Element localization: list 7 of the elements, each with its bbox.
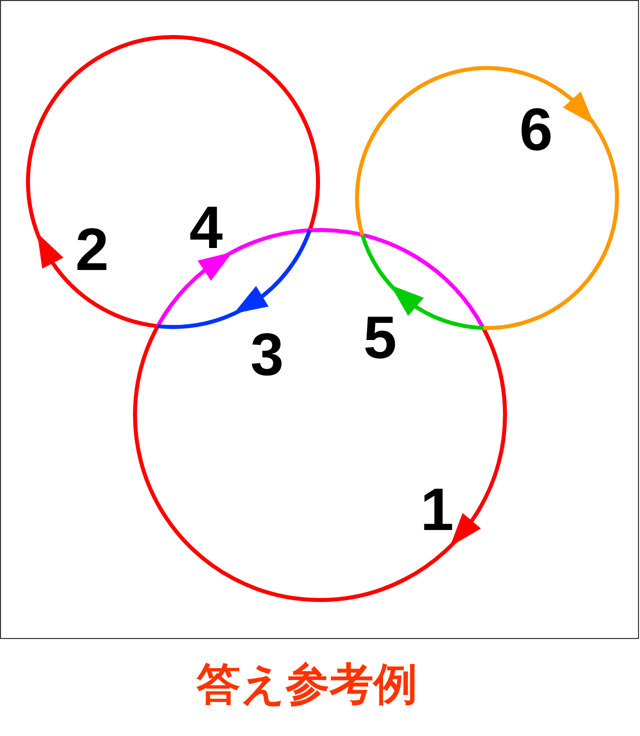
path-number: 2 xyxy=(75,220,109,280)
caption: 答え参考例 xyxy=(196,660,418,710)
path-number: 6 xyxy=(519,100,553,160)
path-number: 1 xyxy=(420,480,454,540)
path-number: 4 xyxy=(189,198,223,258)
path-number: 5 xyxy=(363,308,397,368)
path-number: 3 xyxy=(250,325,284,385)
